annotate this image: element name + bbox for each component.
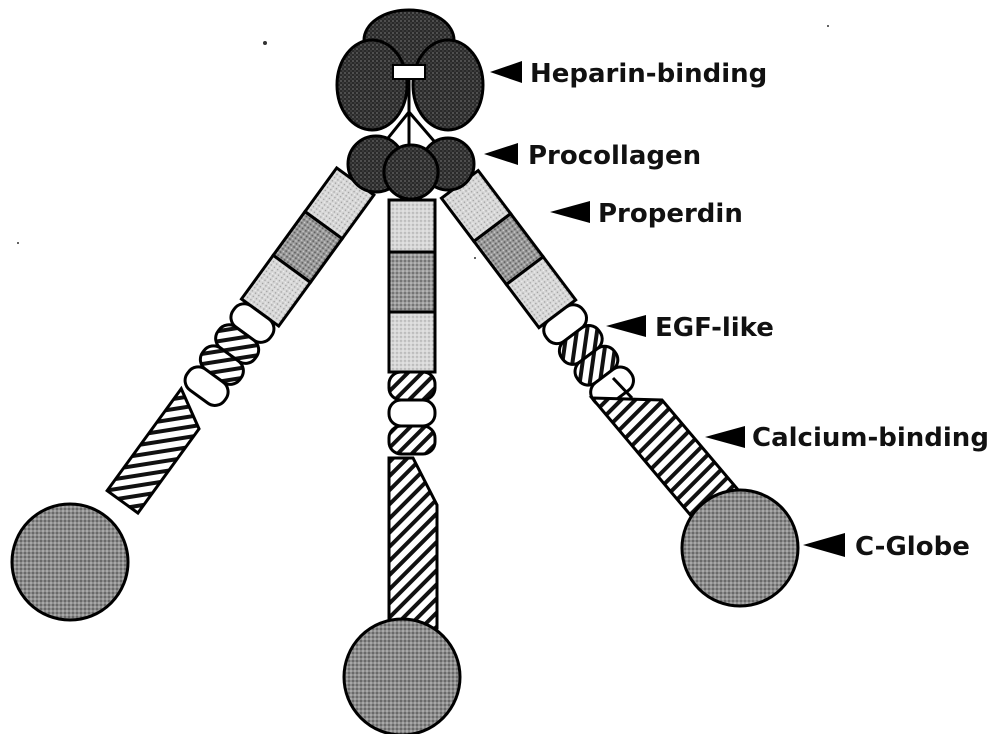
middle-c-globe <box>344 619 460 734</box>
domain-labels: Heparin-binding Procollagen Properdin EG… <box>528 59 989 562</box>
label-heparin-binding: Heparin-binding <box>530 59 767 89</box>
label-calcium-binding: Calcium-binding <box>752 423 989 453</box>
procollagen-arrow-icon <box>484 143 518 165</box>
egf-arrow-icon <box>606 315 646 337</box>
heparin-arrow-icon <box>490 61 522 83</box>
label-procollagen: Procollagen <box>528 141 701 171</box>
left-c-globe <box>12 504 128 620</box>
cglobe-arrow-icon <box>803 533 845 557</box>
procollagen-domains <box>348 136 474 199</box>
label-properdin: Properdin <box>598 199 743 229</box>
calcium-arrow-icon <box>705 426 745 448</box>
right-c-globe <box>682 490 798 606</box>
middle-arm <box>389 200 437 628</box>
label-egf-like: EGF-like <box>655 313 774 343</box>
properdin-arrow-icon <box>550 201 590 223</box>
label-c-globe: C-Globe <box>855 532 970 562</box>
left-arm <box>104 168 374 515</box>
